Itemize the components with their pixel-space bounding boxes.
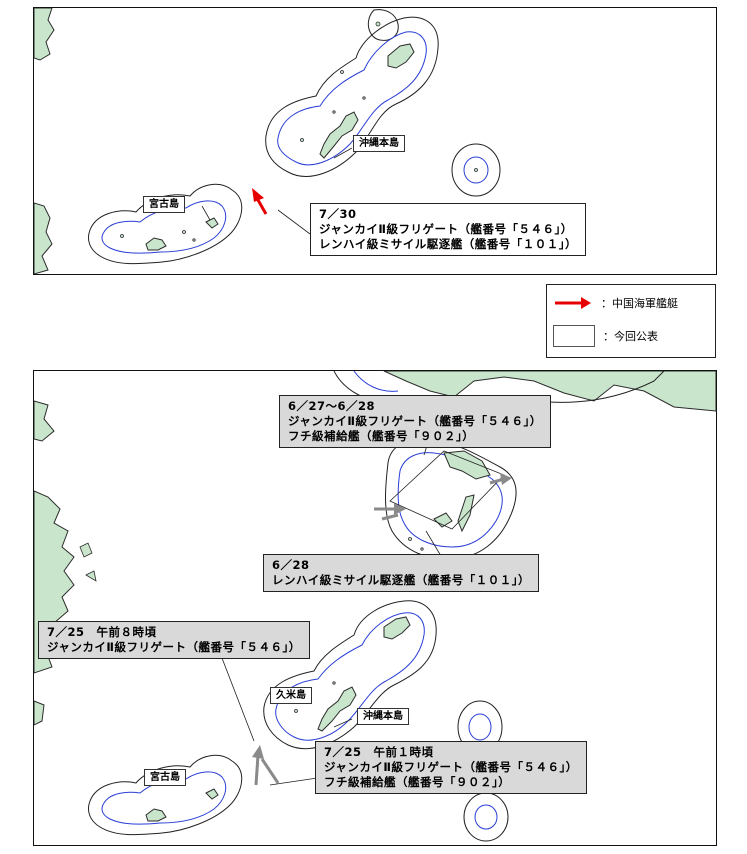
- event-date: 7／25 午前８時頃: [47, 625, 157, 639]
- coast-landmass: [383, 371, 716, 412]
- territorial-sea-line: [101, 200, 227, 254]
- past-ship-arrowhead: [500, 473, 512, 485]
- event-box-0725-am8: 7／25 午前８時頃 ジャンカイⅡ級フリゲート（艦番号「５４６」）: [38, 621, 310, 659]
- small-island: [340, 70, 344, 74]
- event-date: 7／30: [319, 207, 357, 221]
- past-ship-track: [260, 758, 280, 784]
- contiguous-zone-line: [367, 9, 399, 41]
- event-box-0725-am1: 7／25 午前１時頃 ジャンカイⅡ級フリゲート（艦番号「５４６」） フチ級補給艦…: [315, 741, 587, 794]
- leader-line: [333, 147, 353, 159]
- past-ship-arrowhead: [394, 503, 406, 515]
- legend-row-announce: ：今回公表: [553, 325, 658, 347]
- territorial-sea-line: [468, 713, 492, 741]
- small-island: [375, 21, 381, 27]
- event-box-0627: 6／27～6／28 ジャンカイⅡ級フリゲート（艦番号「５４６」） フチ級補給艦（…: [279, 395, 551, 448]
- map-legend: ：中国海軍艦艇 ：今回公表: [546, 284, 716, 358]
- place-label-okinawa: 沖縄本島: [353, 135, 405, 152]
- place-label-miyako: 宮古島: [143, 196, 185, 213]
- red-arrow-icon: [555, 297, 591, 309]
- coast-landmass: [79, 542, 93, 558]
- territorial-sea-line: [101, 771, 227, 825]
- event-ship-line: フチ級補給艦（艦番号「９０２」）: [324, 775, 511, 789]
- contiguous-zone-line: [265, 16, 439, 177]
- legend-announce-label: ：今回公表: [603, 330, 658, 343]
- coast-landmass: [34, 8, 55, 61]
- leader-line: [201, 205, 211, 221]
- tanegashima-island: [457, 494, 475, 533]
- small-island: [192, 238, 196, 242]
- okinawa-island: [319, 111, 359, 159]
- event-ship-line: ジャンカイⅡ級フリゲート（艦番号「５４６」）: [319, 222, 573, 236]
- event-ship-line: ジャンカイⅡ級フリゲート（艦番号「５４６」）: [47, 640, 301, 654]
- contiguous-zone-line: [87, 183, 243, 265]
- event-ship-line: ジャンカイⅡ級フリゲート（艦番号「５４６」）: [324, 760, 578, 774]
- small-island: [300, 138, 304, 142]
- coast-landmass: [34, 202, 53, 274]
- past-ship-track: [381, 513, 399, 521]
- place-label-okinawa: 沖縄本島: [357, 708, 409, 725]
- event-box-0730: 7／30 ジャンカイⅡ級フリゲート（艦番号「５４６」） レンハイ級ミサイル駆逐艦…: [310, 203, 587, 256]
- past-ship-arrowhead: [252, 745, 264, 759]
- territorial-sea-line: [397, 452, 503, 548]
- miyako-island: [145, 808, 167, 822]
- amami-island: [387, 43, 415, 69]
- small-island: [182, 230, 186, 234]
- place-label-miyako: 宮古島: [144, 769, 186, 786]
- event-box-0628: 6／28 レンハイ級ミサイル駆逐艦（艦番号「１０１」）: [263, 554, 540, 592]
- amami-island: [383, 616, 411, 640]
- okinawa-island: [317, 686, 357, 732]
- small-island: [332, 110, 336, 114]
- small-island: [120, 234, 124, 238]
- small-island: [474, 168, 478, 172]
- contiguous-zone-line: [451, 143, 501, 197]
- bottom-map: 久米島 沖縄本島 宮古島 6／27～6／28 ジャンカイⅡ級フリゲート（艦番号「…: [33, 370, 717, 846]
- small-island: [408, 537, 412, 541]
- contiguous-zone-line: [263, 600, 437, 750]
- event-date: 6／28: [272, 558, 310, 572]
- white-box-icon: [553, 325, 595, 347]
- coast-landmass: [34, 400, 55, 442]
- contiguous-zone-line: [87, 754, 243, 836]
- contiguous-zone-line: [463, 792, 509, 842]
- leader-line: [277, 209, 311, 235]
- ship-track-arrowhead: [252, 188, 264, 202]
- ship-track-arrow: [256, 199, 268, 215]
- territorial-sea-line: [463, 156, 489, 184]
- territorial-sea-line: [353, 371, 399, 392]
- coast-landmass: [85, 570, 97, 582]
- past-ship-track: [254, 754, 260, 786]
- yaeyama-island: [205, 217, 219, 229]
- yakushima-island: [433, 512, 453, 528]
- event-date: 7／25 午前１時頃: [324, 745, 434, 759]
- event-ship-line: フチ級補給艦（艦番号「９０２」）: [288, 429, 475, 443]
- event-ship-line: レンハイ級ミサイル駆逐艦（艦番号「１０１」）: [319, 237, 578, 251]
- small-island: [294, 709, 298, 713]
- territorial-sea-line: [275, 612, 425, 741]
- top-map-canvas: [34, 8, 501, 274]
- top-map: 沖縄本島 宮古島 7／30 ジャンカイⅡ級フリゲート（艦番号「５４６」） レンハ…: [33, 7, 717, 275]
- kagoshima-landmass: [443, 450, 491, 480]
- legend-ship-label: ：中国海軍艦艇: [601, 297, 678, 310]
- small-island: [362, 96, 366, 100]
- event-ship-line: レンハイ級ミサイル駆逐艦（艦番号「１０１」）: [272, 573, 531, 587]
- small-island: [420, 547, 424, 551]
- leader-line: [333, 718, 353, 728]
- territorial-sea-line: [474, 804, 498, 830]
- territorial-sea-line: [277, 31, 427, 166]
- coast-landmass: [34, 700, 45, 726]
- miyako-island: [145, 237, 167, 251]
- event-ship-line: ジャンカイⅡ級フリゲート（艦番号「５４６」）: [288, 414, 542, 428]
- yaeyama-island: [205, 788, 219, 800]
- legend-row-ship: ：中国海軍艦艇: [553, 295, 678, 311]
- place-label-kume: 久米島: [270, 687, 312, 704]
- event-date: 6／27～6／28: [288, 399, 376, 413]
- small-island: [332, 681, 336, 685]
